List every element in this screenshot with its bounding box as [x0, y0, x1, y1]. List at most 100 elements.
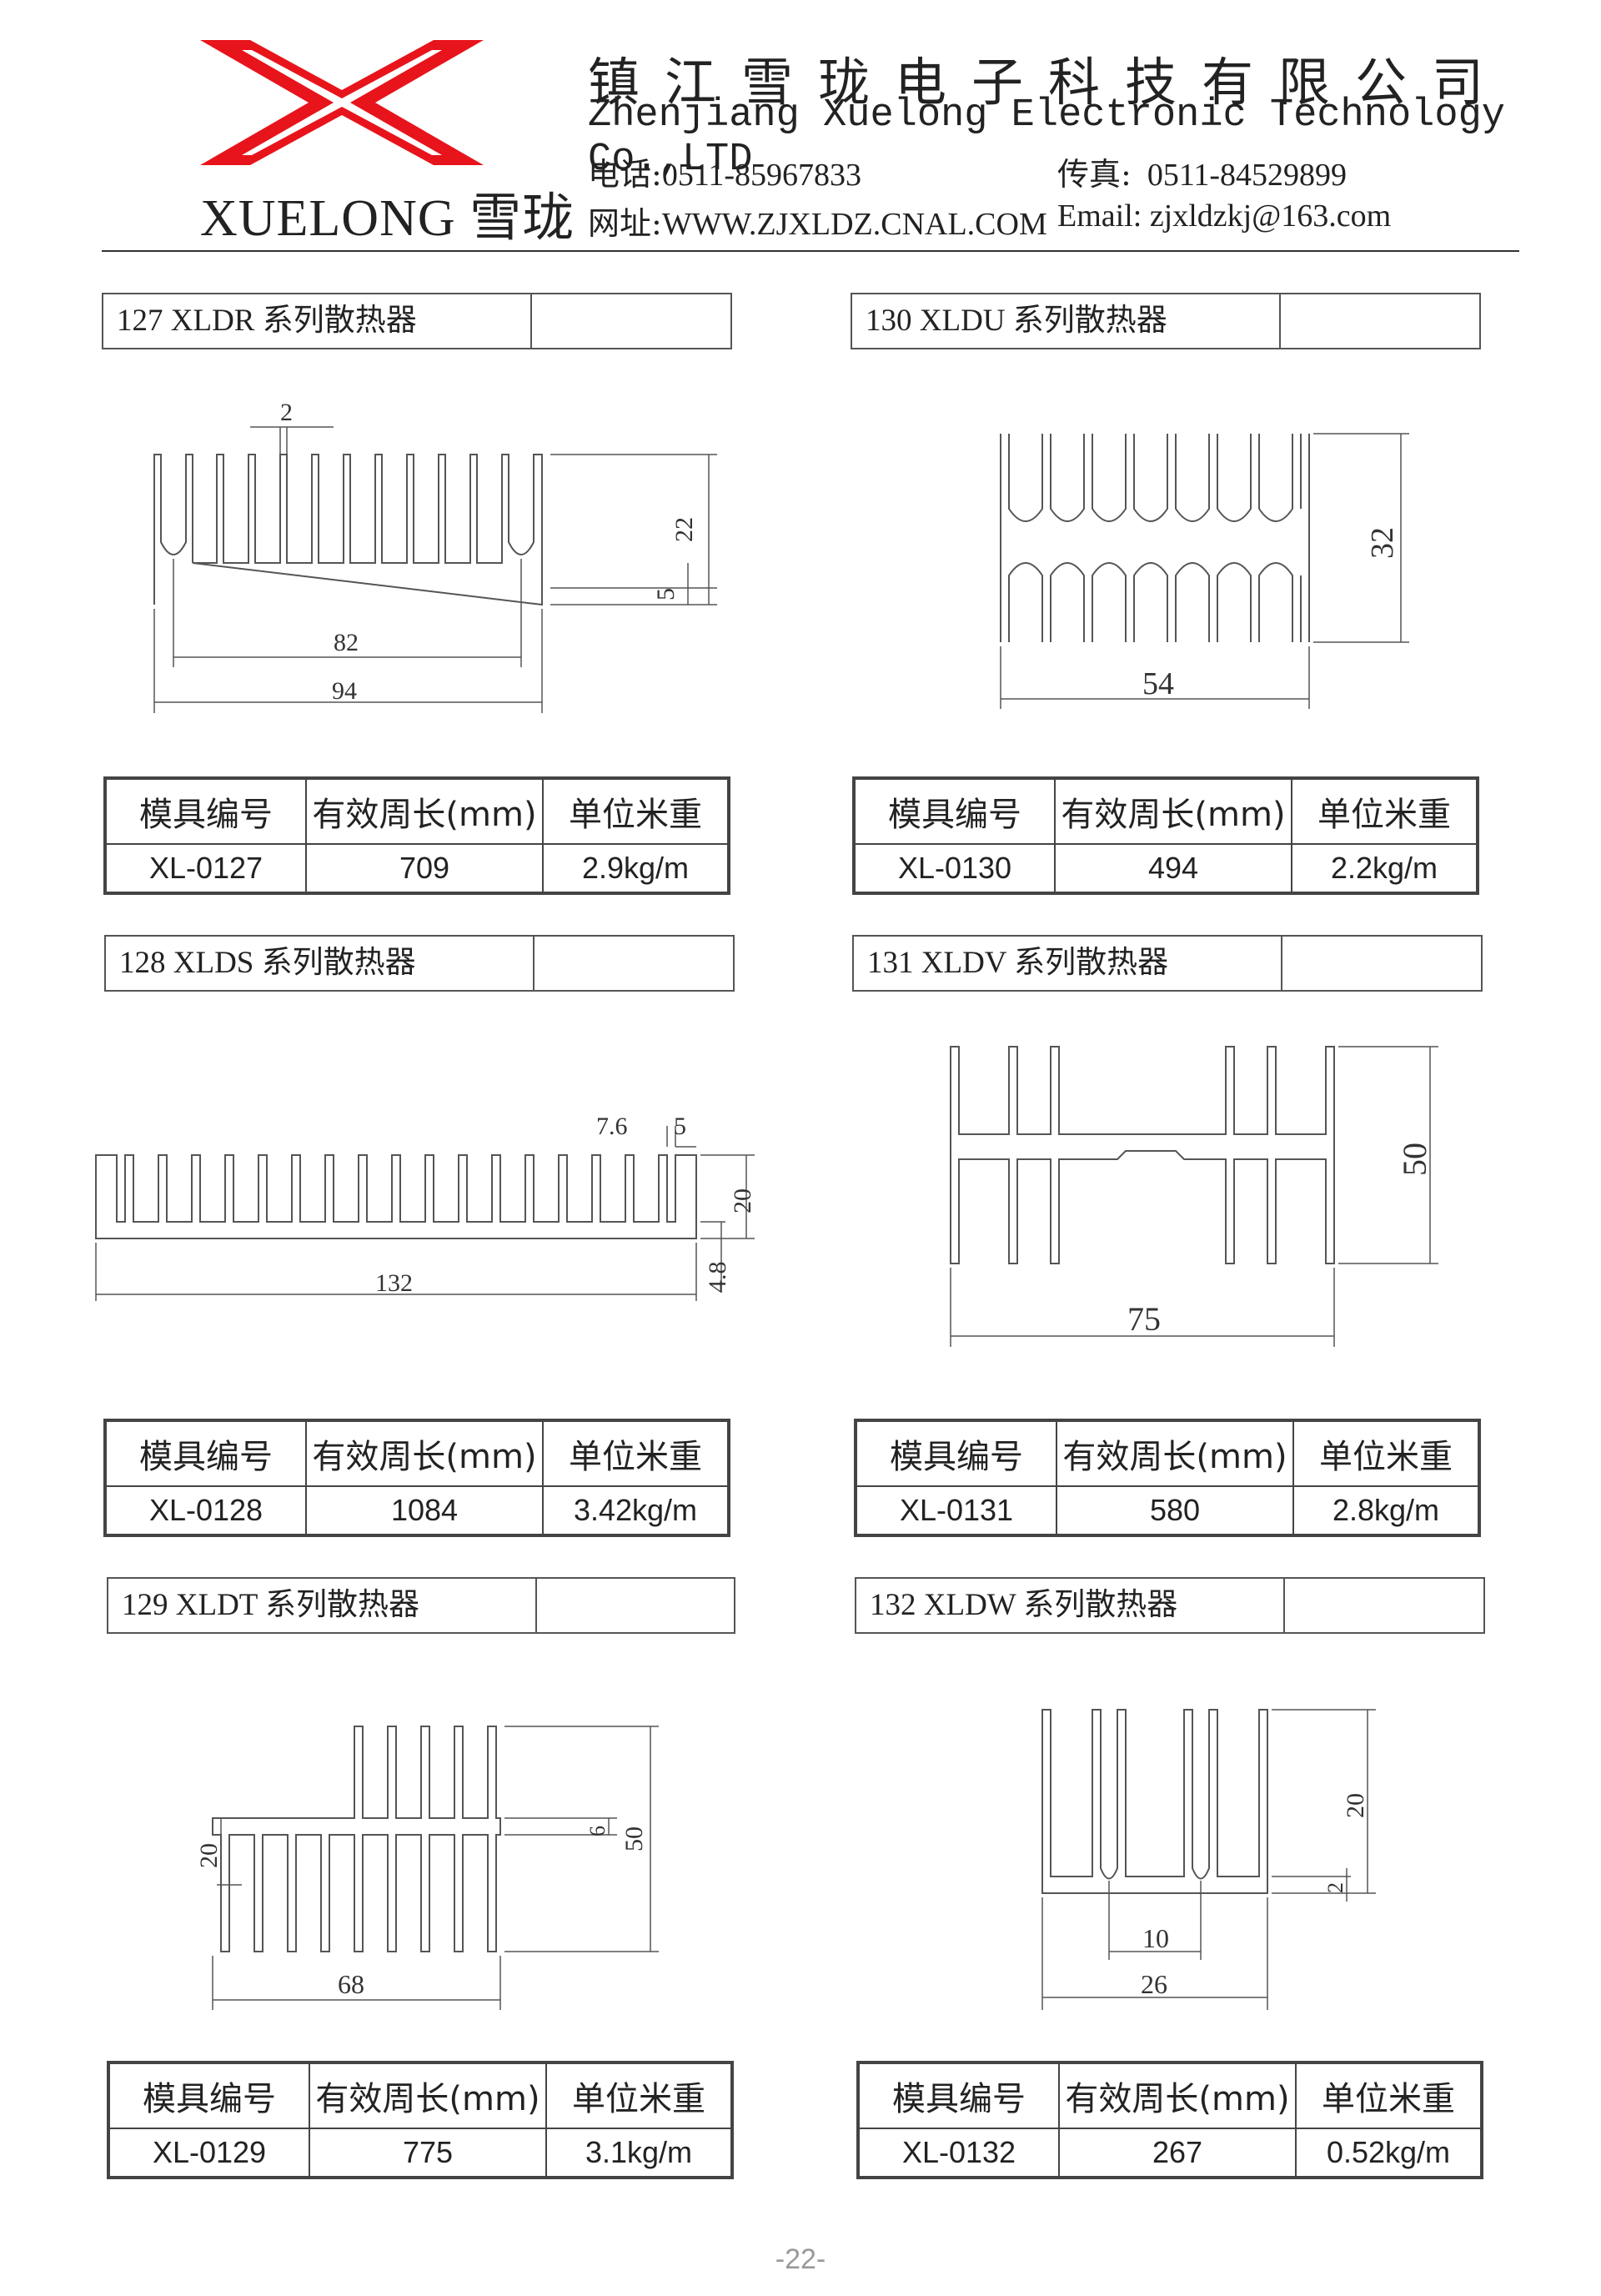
perimeter-value: 1084 — [305, 1485, 544, 1535]
dim-base: 5 — [652, 588, 680, 600]
header-perimeter: 有效周长(mm) — [1058, 2062, 1297, 2130]
mold-number: XL-0130 — [854, 843, 1056, 893]
dim-width: 68 — [338, 1969, 364, 1999]
profile-drawing-132: 20 2 10 26 — [1041, 1709, 1376, 2010]
header-weight: 单位米重 — [545, 2062, 732, 2130]
dim-width: 132 — [375, 1269, 413, 1297]
perimeter-value: 267 — [1058, 2128, 1297, 2178]
dim-left: 20 — [195, 1843, 223, 1868]
web-value[interactable]: WWW.ZJXLDZ.CNAL.COM — [661, 207, 1047, 242]
brand-name: XUELONG 雪珑 — [200, 190, 575, 247]
web-line: 网址:WWW.ZJXLDZ.CNAL.COM — [588, 198, 1047, 244]
header-perimeter: 有效周长(mm) — [1054, 777, 1292, 846]
header-mold: 模具编号 — [854, 777, 1056, 846]
dim-height: 32 — [1365, 527, 1400, 559]
product-title-132: 132 XLDW 系列散热器 — [855, 1577, 1485, 1634]
dim-height: 20 — [1342, 1793, 1369, 1818]
company-name-cn: 镇江雪珑电子科技有限公司 — [588, 52, 1509, 113]
dim-width: 26 — [1141, 1969, 1167, 1999]
header-weight: 单位米重 — [1292, 1419, 1479, 1488]
profile-drawing-129: 20 6 50 68 — [195, 1726, 659, 2010]
weight-value: 2.9kg/m — [542, 843, 729, 893]
dim-edge: 5 — [674, 1113, 686, 1140]
profile-drawing-127: 2 22 5 82 94 — [153, 399, 717, 713]
weight-value: 0.52kg/m — [1295, 2128, 1482, 2178]
perimeter-value: 775 — [309, 2128, 547, 2178]
header-perimeter: 有效周长(mm) — [305, 1419, 544, 1488]
dim-width: 54 — [1142, 666, 1174, 701]
header-perimeter: 有效周长(mm) — [305, 777, 544, 846]
product-title-127: 127 XLDR 系列散热器 — [102, 293, 732, 349]
header-weight: 单位米重 — [1291, 777, 1478, 846]
dim-fin: 2 — [280, 399, 293, 426]
header-mold: 模具编号 — [105, 777, 307, 846]
weight-value: 2.2kg/m — [1291, 843, 1478, 893]
profile-drawing-131: 50 75 — [950, 1046, 1438, 1347]
mold-number: XL-0129 — [108, 2128, 310, 2178]
product-title-text: 127 XLDR 系列散热器 — [103, 294, 532, 348]
product-title-text: 130 XLDU 系列散热器 — [852, 294, 1281, 348]
header-mold: 模具编号 — [858, 2062, 1060, 2130]
mold-number: XL-0127 — [105, 843, 307, 893]
weight-value: 2.8kg/m — [1292, 1485, 1479, 1535]
dim-height: 50 — [1396, 1143, 1433, 1176]
mold-number: XL-0128 — [105, 1485, 307, 1535]
email-label: Email: — [1057, 198, 1142, 234]
phone-value: 0511-85967833 — [661, 158, 862, 193]
header-mold: 模具编号 — [856, 1419, 1057, 1488]
header-perimeter: 有效周长(mm) — [1056, 1419, 1294, 1488]
product-title-130: 130 XLDU 系列散热器 — [851, 293, 1481, 349]
company-name-en: Zhenjiang Xuelong Electronic Technology … — [588, 93, 1505, 182]
product-title-text: 131 XLDV 系列散热器 — [854, 937, 1282, 990]
fax-label: 传真: — [1057, 156, 1132, 193]
mold-number: XL-0132 — [858, 2128, 1060, 2178]
weight-value: 3.1kg/m — [545, 2128, 732, 2178]
product-title-text: 129 XLDT 系列散热器 — [108, 1579, 537, 1632]
product-title-129: 129 XLDT 系列散热器 — [107, 1577, 735, 1634]
xuelong-logo — [200, 40, 484, 165]
header-divider — [102, 250, 1519, 252]
perimeter-value: 494 — [1054, 843, 1292, 893]
dim-base: 4.8 — [704, 1262, 731, 1294]
dim-base: 2 — [1323, 1882, 1348, 1893]
weight-value: 3.42kg/m — [542, 1485, 729, 1535]
header-mold: 模具编号 — [108, 2062, 310, 2130]
perimeter-value: 709 — [305, 843, 544, 893]
dim-inner: 82 — [334, 629, 359, 656]
dim-small: 6 — [585, 1826, 610, 1836]
perimeter-value: 580 — [1056, 1485, 1294, 1535]
header-perimeter: 有效周长(mm) — [309, 2062, 547, 2130]
dim-height: 22 — [670, 517, 698, 542]
product-title-128: 128 XLDS 系列散热器 — [104, 935, 735, 992]
header-weight: 单位米重 — [542, 777, 729, 846]
dim-pitch: 7.6 — [596, 1113, 628, 1140]
product-title-text: 132 XLDW 系列散热器 — [856, 1579, 1285, 1632]
product-title-text: 128 XLDS 系列散热器 — [106, 937, 535, 990]
fax-line: 传真: 0511-84529899 — [1057, 148, 1347, 194]
web-label: 网址: — [588, 205, 662, 242]
phone-line: 电话:0511-85967833 — [588, 148, 861, 194]
dim-inner: 10 — [1142, 1923, 1169, 1953]
dim-width: 94 — [332, 677, 357, 705]
header-mold: 模具编号 — [105, 1419, 307, 1488]
phone-label: 电话: — [588, 156, 662, 193]
page-number: -22- — [775, 2243, 826, 2275]
email-line: Email: zjxldzkj@163.com — [1057, 198, 1391, 234]
email-value[interactable]: zjxldzkj@163.com — [1149, 198, 1392, 234]
fax-value: 0511-84529899 — [1147, 158, 1348, 193]
profile-drawing-130: 32 54 — [1000, 433, 1409, 709]
product-title-131: 131 XLDV 系列散热器 — [852, 935, 1483, 992]
profile-drawing-128: 7.6 5 20 4.8 132 — [95, 1113, 756, 1301]
dim-height: 20 — [729, 1188, 756, 1213]
header-weight: 单位米重 — [1295, 2062, 1482, 2130]
dim-height: 50 — [620, 1826, 648, 1851]
dim-width: 75 — [1127, 1300, 1161, 1338]
mold-number: XL-0131 — [856, 1485, 1057, 1535]
header-weight: 单位米重 — [542, 1419, 729, 1488]
